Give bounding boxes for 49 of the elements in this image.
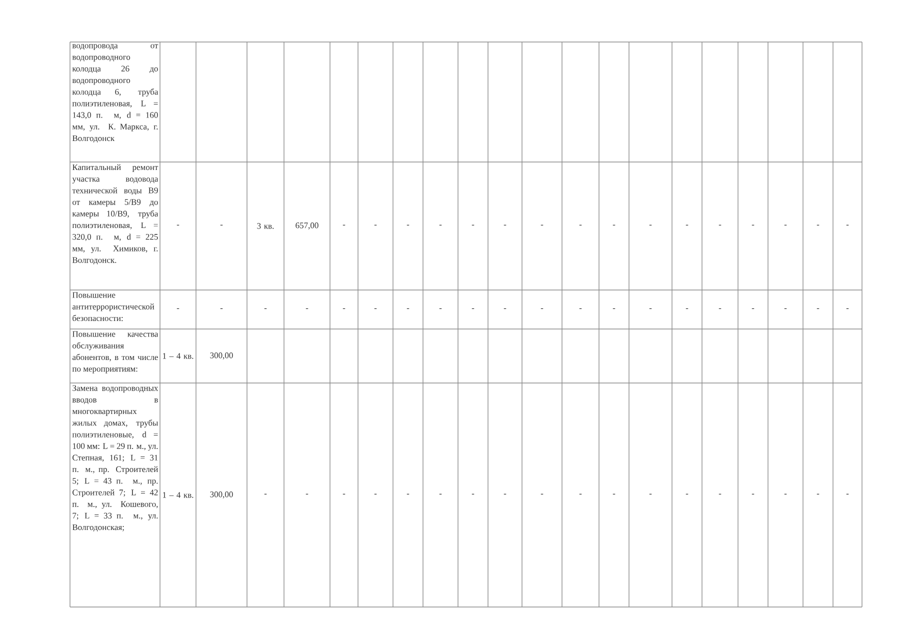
item-description: Повышение антитеррористической безопасности:: [72, 292, 154, 322]
value-text: -: [579, 224, 582, 226]
value-text: 300,00: [210, 492, 233, 498]
value-text: -: [649, 308, 652, 309]
value-text: -: [540, 308, 544, 309]
value-text: -: [612, 224, 616, 226]
value-text: -: [374, 308, 377, 309]
value-text: -: [846, 224, 849, 226]
value-text: -: [264, 308, 267, 309]
value-text: -: [406, 308, 410, 309]
value-text: -: [612, 308, 616, 309]
value-text: -: [816, 224, 820, 226]
value-text: -: [579, 308, 582, 309]
value-text: -: [718, 308, 722, 309]
value-text: 1 – 4 кв.: [163, 353, 194, 359]
value-text: -: [752, 224, 754, 226]
value-text: -: [306, 308, 308, 309]
value-text: -: [472, 224, 474, 226]
value-text: 1 – 4 кв.: [163, 492, 194, 498]
value-text: -: [406, 224, 410, 226]
value-text: 300,00: [210, 352, 233, 360]
value-text: -: [816, 308, 820, 309]
value-text: -: [220, 224, 223, 226]
value-text: -: [504, 308, 506, 309]
value-text: -: [686, 308, 688, 309]
value-text: -: [649, 224, 652, 226]
value-text: -: [439, 224, 442, 226]
value-text: -: [374, 224, 377, 226]
value-text: -: [784, 224, 787, 226]
value-text: -: [504, 224, 506, 226]
value-text: -: [176, 224, 180, 226]
item-description: водопровода от водопроводного колодца 26 до водопроводного колодца 6, труба полиэтиленовая, L = 143,0 п. м, d = 160 мм, ул. К. Маркса, г. Волгодонск: [72, 44, 158, 143]
value-text: -: [176, 308, 180, 309]
value-text: -: [846, 308, 849, 309]
value-text: -: [342, 224, 346, 226]
value-text: -: [540, 224, 544, 226]
value-text: -: [342, 308, 346, 309]
value-text: 3 кв.: [257, 223, 274, 229]
value-text: -: [439, 308, 442, 309]
value-text: 657,00: [296, 222, 318, 230]
item-description: Замена водопроводных вводов в многоквартирных жилых домах, трубы полиэтиленовые, d = 100 мм: L = 29 п. м., ул. Степная, 161; L = 31 п. м., пр. Строителей 5; L = 43 п. м., пр. Строителей 7; L = 42 п. м., ул. Кошевого, 7; L = 33 п. м., ул. Волгодонская;: [72, 385, 158, 532]
value-text: -: [784, 308, 787, 309]
item-description: Капитальный ремонт участка водовода технической воды В9 от камеры 5/В9 до камеры 10/В9, труба полиэтиленовая, L = 320,0 п. м, d = 225 мм, ул. Химиков, г. Волгодонск.: [72, 164, 158, 264]
value-text: -: [220, 308, 223, 309]
value-text: -: [472, 308, 474, 309]
value-text: -: [718, 224, 722, 226]
value-text: -: [686, 224, 688, 226]
item-description: Повышение качества обслуживания абонентов, в том числе по мероприятиям:: [72, 331, 158, 374]
value-text: -: [752, 308, 754, 309]
